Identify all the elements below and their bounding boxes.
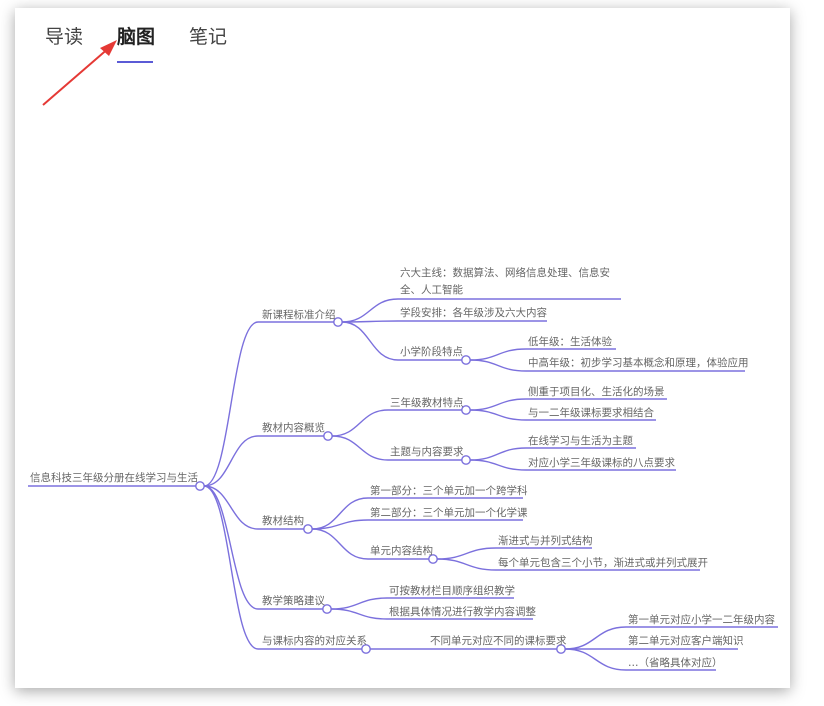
mindmap-edge xyxy=(341,298,621,323)
mindmap-edge xyxy=(311,519,523,530)
leaf-node[interactable]: …（省略具体对应） xyxy=(628,657,723,669)
leaf-node[interactable]: 在线学习与生活为主题 xyxy=(528,435,633,447)
leaf-node[interactable]: 与一二年级课标要求相结合 xyxy=(528,407,654,419)
mindmap-edge xyxy=(469,409,656,421)
mindmap-panel xyxy=(15,8,790,688)
branch-node[interactable]: 教材内容概览 xyxy=(262,422,325,434)
leaf-node[interactable]: 侧重于项目化、生活化的场景 xyxy=(528,386,665,398)
active-tab-indicator xyxy=(117,61,153,63)
mindmap-edge xyxy=(331,409,462,437)
mindmap-edge xyxy=(203,485,323,610)
leaf-node[interactable]: 低年级：生活体验 xyxy=(528,336,612,348)
tab-guide[interactable]: 导读 xyxy=(45,26,84,48)
sub-branch-node[interactable]: 主题与内容要求 xyxy=(390,446,464,458)
collapse-node-toggle[interactable] xyxy=(361,644,371,654)
leaf-node[interactable]: 学段安排：各年级涉及六大内容 xyxy=(400,307,547,319)
sub-branch-node[interactable]: 不同单元对应不同的课标要求 xyxy=(430,635,567,647)
leaf-node[interactable]: 每个单元包含三个小节，渐进式或并列式展开 xyxy=(498,557,708,569)
mindmap-edge xyxy=(203,321,334,487)
mindmap-edge xyxy=(203,485,304,530)
leaf-node[interactable]: 根据具体情况进行教学内容调整 xyxy=(389,606,536,618)
leaf-node[interactable]: 可按教材栏目顺序组织教学 xyxy=(389,585,515,597)
collapse-node-toggle[interactable] xyxy=(322,604,332,614)
sub-branch-node[interactable]: 单元内容结构 xyxy=(370,545,433,557)
collapse-node-toggle[interactable] xyxy=(333,317,343,327)
leaf-node[interactable]: 六大主线：数据算法、网络信息处理、信息安全、人工智能 xyxy=(400,267,610,296)
mindmap-edge xyxy=(469,359,745,372)
mindmap-edge xyxy=(203,435,324,487)
leaf-node[interactable]: 第二单元对应客户端知识 xyxy=(628,635,744,647)
mindmap-edge xyxy=(311,528,429,560)
mindmap-edge xyxy=(564,648,716,671)
leaf-node[interactable]: 第一单元对应小学一二年级内容 xyxy=(628,614,775,626)
mindmap-edge xyxy=(436,547,592,560)
leaf-node[interactable]: 渐进式与并列式结构 xyxy=(498,535,593,547)
red-arrow-annotation xyxy=(42,40,117,106)
collapse-node-toggle[interactable] xyxy=(461,405,471,415)
mindmap-edge xyxy=(564,626,778,650)
mindmap-edge xyxy=(203,485,362,650)
mindmap-edge xyxy=(469,459,676,471)
mindmap-edge xyxy=(469,348,616,361)
mindmap-edge xyxy=(341,320,547,323)
mindmap-edge xyxy=(469,447,636,461)
mindmap-edge xyxy=(436,558,700,571)
mindmap-edge xyxy=(469,398,667,411)
mindmap-edge xyxy=(311,497,523,530)
leaf-node[interactable]: 对应小学三年级课标的八点要求 xyxy=(528,457,675,469)
tab-notes[interactable]: 笔记 xyxy=(189,26,228,48)
collapse-node-toggle[interactable] xyxy=(461,355,471,365)
branch-node[interactable]: 与课标内容的对应关系 xyxy=(262,635,367,647)
branch-node[interactable]: 教材结构 xyxy=(262,515,304,527)
tab-mindmap[interactable]: 脑图 xyxy=(117,26,156,48)
root-node[interactable]: 信息科技三年级分册在线学习与生活 xyxy=(30,472,198,484)
mindmap-edge xyxy=(330,597,514,610)
leaf-node[interactable]: 第二部分：三个单元加一个化学课 xyxy=(370,507,528,519)
collapse-node-toggle[interactable] xyxy=(461,455,471,465)
collapse-node-toggle[interactable] xyxy=(195,481,205,491)
collapse-node-toggle[interactable] xyxy=(303,524,313,534)
mindmap-edge xyxy=(341,321,462,361)
collapse-node-toggle[interactable] xyxy=(428,554,438,564)
branch-node[interactable]: 新课程标准介绍 xyxy=(262,309,336,321)
mindmap-edge xyxy=(330,608,533,620)
branch-node[interactable]: 教学策略建议 xyxy=(262,595,325,607)
collapse-node-toggle[interactable] xyxy=(556,644,566,654)
collapse-node-toggle[interactable] xyxy=(323,431,333,441)
sub-branch-node[interactable]: 三年级教材特点 xyxy=(390,397,464,409)
leaf-node[interactable]: 第一部分：三个单元加一个跨学科 xyxy=(370,485,528,497)
sub-branch-node[interactable]: 小学阶段特点 xyxy=(400,346,463,358)
mindmap-edge xyxy=(331,435,462,461)
leaf-node[interactable]: 中高年级：初步学习基本概念和原理，体验应用 xyxy=(528,357,749,369)
